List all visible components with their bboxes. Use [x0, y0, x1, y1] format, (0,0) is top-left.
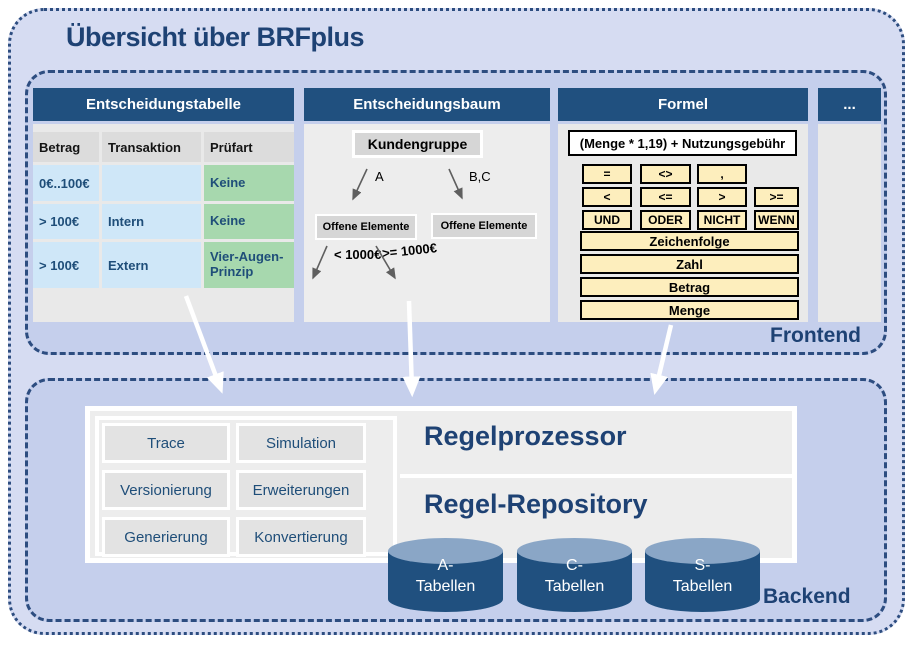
decision-tree-panel: Entscheidungsbaum Kundengruppe A B,C Off… [304, 88, 550, 322]
operator-button-oder: ODER [640, 210, 691, 230]
cylinder-top [645, 538, 760, 564]
tool-button-erweiterungen: Erweiterungen [236, 470, 366, 510]
database-label: S- Tabellen [672, 557, 733, 595]
decision-tree-title: Entscheidungsbaum [304, 88, 550, 121]
table-cell: Vier-Augen-Prinzip [204, 242, 294, 288]
decision-table-title: Entscheidungstabelle [33, 88, 294, 121]
database-s-tabellen: S- Tabellen [645, 538, 760, 612]
formula-body: (Menge * 1,19) + Nutzungsgebühr = <> , <… [558, 124, 808, 322]
column-header: Betrag [33, 132, 99, 162]
operator-button-comma: , [697, 164, 747, 184]
cylinder-top [388, 538, 503, 564]
operator-button-gt: > [697, 187, 747, 207]
rule-processor-heading: Regelprozessor [424, 421, 627, 451]
operator-button-lt: < [582, 187, 632, 207]
formula-expression: (Menge * 1,19) + Nutzungsgebühr [568, 130, 797, 156]
operator-button-wenn: WENN [754, 210, 799, 230]
more-panel-title: ... [818, 88, 881, 121]
decision-tree-body: Kundengruppe A B,C Offene Elemente Offen… [304, 124, 550, 322]
type-button-betrag: Betrag [580, 277, 799, 297]
branch-label-bc: B,C [469, 169, 491, 184]
more-panel-body [818, 124, 881, 322]
leaf-label-lt1000: < 1000€ [334, 247, 382, 262]
more-panel: ... [818, 88, 881, 322]
backend-divider [400, 474, 792, 478]
page-title: Übersicht über BRFplus [66, 22, 365, 52]
table-cell: Keine [204, 165, 294, 201]
database-a-tabellen: A- Tabellen [388, 538, 503, 612]
column-header: Transaktion [102, 132, 201, 162]
operator-button-le: <= [640, 187, 691, 207]
table-cell: Intern [102, 204, 201, 239]
tree-node-right: Offene Elemente [431, 213, 537, 239]
tool-button-versionierung: Versionierung [102, 470, 230, 510]
formula-panel: Formel (Menge * 1,19) + Nutzungsgebühr =… [558, 88, 808, 322]
tool-button-generierung: Generierung [102, 517, 230, 557]
decision-table-body: Betrag Transaktion Prüfart 0€..100€ Kein… [33, 124, 294, 322]
database-label: A- Tabellen [415, 557, 476, 595]
table-cell: > 100€ [33, 242, 99, 288]
table-cell: > 100€ [33, 204, 99, 239]
type-button-zeichenfolge: Zeichenfolge [580, 231, 799, 251]
operator-button-nicht: NICHT [697, 210, 747, 230]
table-cell: Extern [102, 242, 201, 288]
tree-root-node: Kundengruppe [352, 130, 483, 158]
decision-table: Betrag Transaktion Prüfart 0€..100€ Kein… [33, 132, 294, 288]
tool-button-konvertierung: Konvertierung [236, 517, 366, 557]
operator-button-eq: = [582, 164, 632, 184]
formula-title: Formel [558, 88, 808, 121]
backend-label: Backend [763, 585, 851, 608]
operator-button-ge: >= [754, 187, 799, 207]
operator-button-und: UND [582, 210, 632, 230]
leaf-label-ge1000: >= 1000€ [381, 240, 438, 261]
table-cell: Keine [204, 204, 294, 239]
operator-button-ne: <> [640, 164, 691, 184]
tree-node-left: Offene Elemente [315, 214, 417, 240]
frontend-label: Frontend [770, 324, 861, 347]
table-cell [102, 165, 201, 201]
database-label: C- Tabellen [544, 557, 605, 595]
decision-table-panel: Entscheidungstabelle Betrag Transaktion … [33, 88, 294, 322]
column-header: Prüfart [204, 132, 294, 162]
branch-label-a: A [375, 169, 384, 184]
database-c-tabellen: C- Tabellen [517, 538, 632, 612]
tool-button-simulation: Simulation [236, 423, 366, 463]
type-button-zahl: Zahl [580, 254, 799, 274]
type-button-menge: Menge [580, 300, 799, 320]
cylinder-top [517, 538, 632, 564]
table-cell: 0€..100€ [33, 165, 99, 201]
tool-button-trace: Trace [102, 423, 230, 463]
rule-repository-heading: Regel-Repository [424, 489, 648, 519]
